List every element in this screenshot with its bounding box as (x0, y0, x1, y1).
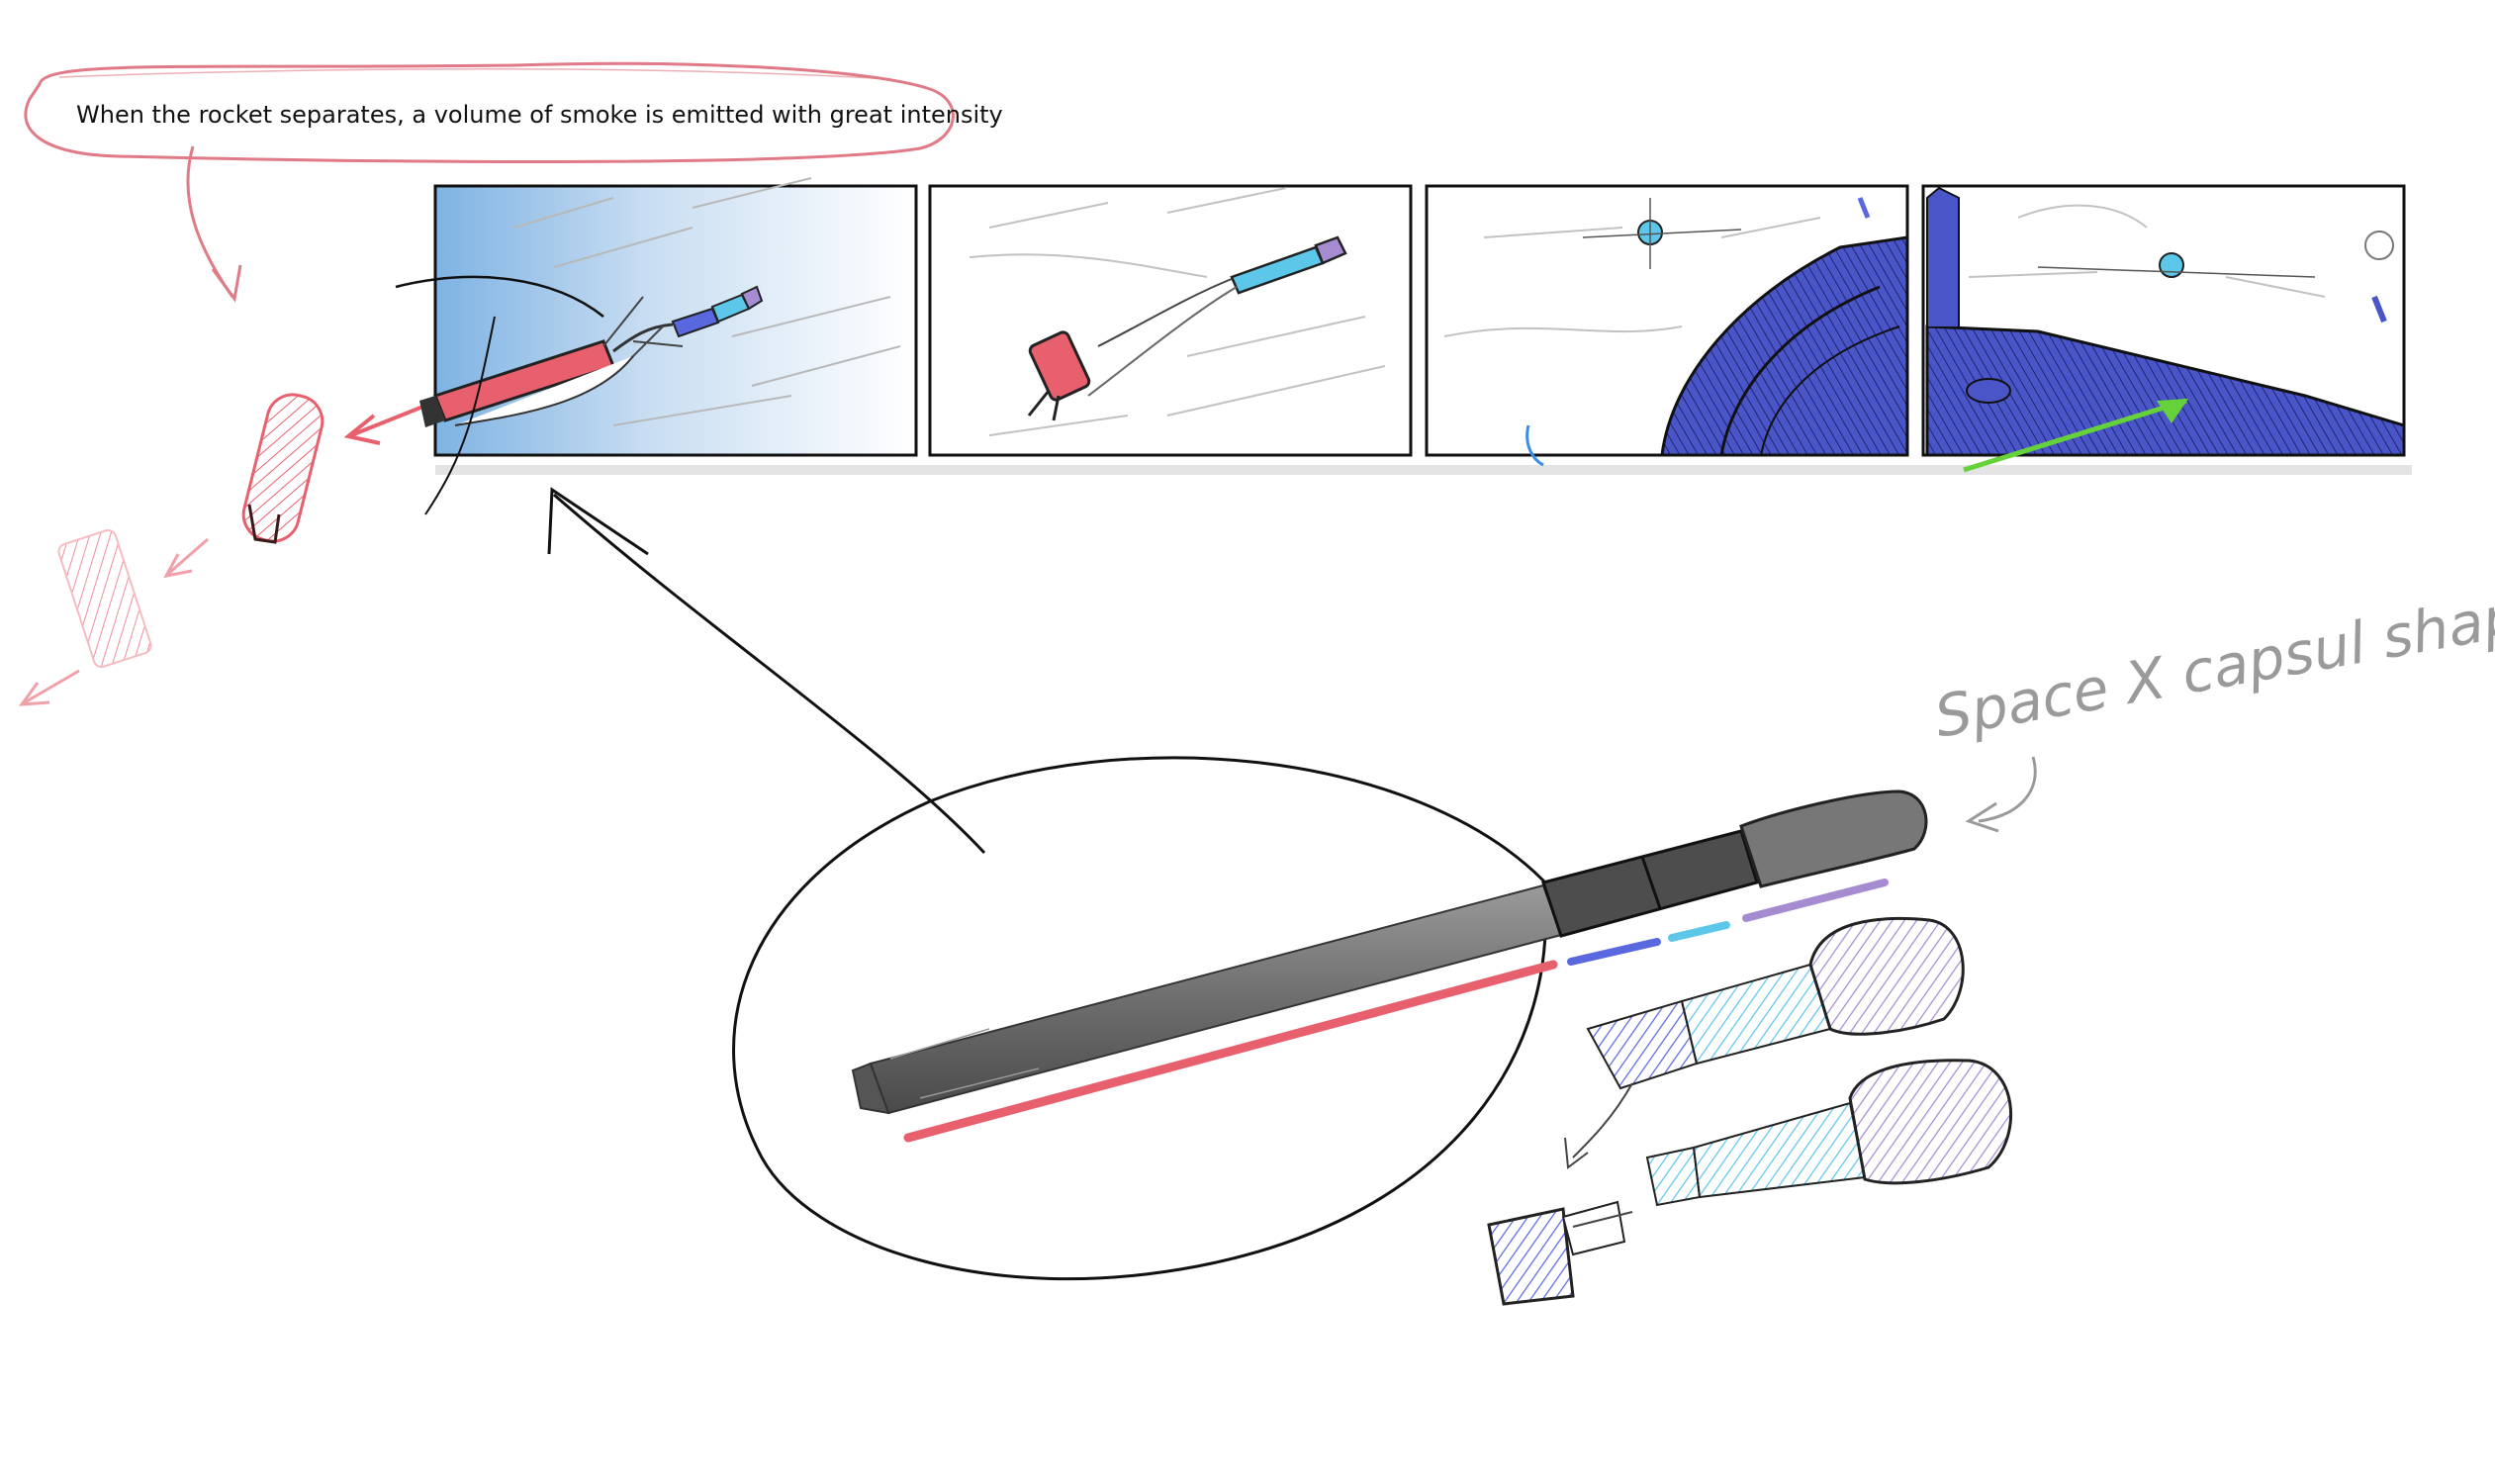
spacex-annotation: Space X capsul shape (1930, 576, 2495, 833)
note-bubble: When the rocket separates, a volume of s… (24, 61, 1003, 303)
rocket-model (851, 789, 1928, 1115)
rocket-selection-ellipse (732, 756, 1547, 1281)
curved-arrow-icon (395, 275, 986, 855)
capsule-sketch-upper (1586, 917, 1965, 1090)
note-text: When the rocket separates, a volume of s… (76, 101, 1003, 129)
falling-booster-sketch (18, 393, 431, 706)
annotation-text: Space X capsul shape (1930, 576, 2495, 751)
station-module (1925, 186, 2406, 457)
rocket-icon (1087, 235, 1347, 397)
station-module (1660, 235, 1909, 457)
separated-booster (1027, 330, 1091, 421)
curved-arrow-icon (186, 145, 234, 298)
storyboard-panel-2[interactable] (928, 184, 1413, 457)
curved-arrow-icon (1978, 756, 2037, 823)
rocket-icon (2037, 252, 2316, 278)
rocket-icon (419, 285, 764, 427)
storyboard-panel-3[interactable] (1425, 184, 1909, 467)
storyboard-panel-1[interactable] (419, 177, 918, 457)
color-legend-stripes (903, 879, 1889, 1143)
capsule-sketch-lower (1487, 1059, 2013, 1306)
storyboard-strip (419, 177, 2412, 475)
storyboard-panel-4[interactable] (1921, 184, 2406, 473)
rocket-icon (1582, 198, 1742, 269)
curved-arrow-icon (1572, 1082, 1633, 1159)
